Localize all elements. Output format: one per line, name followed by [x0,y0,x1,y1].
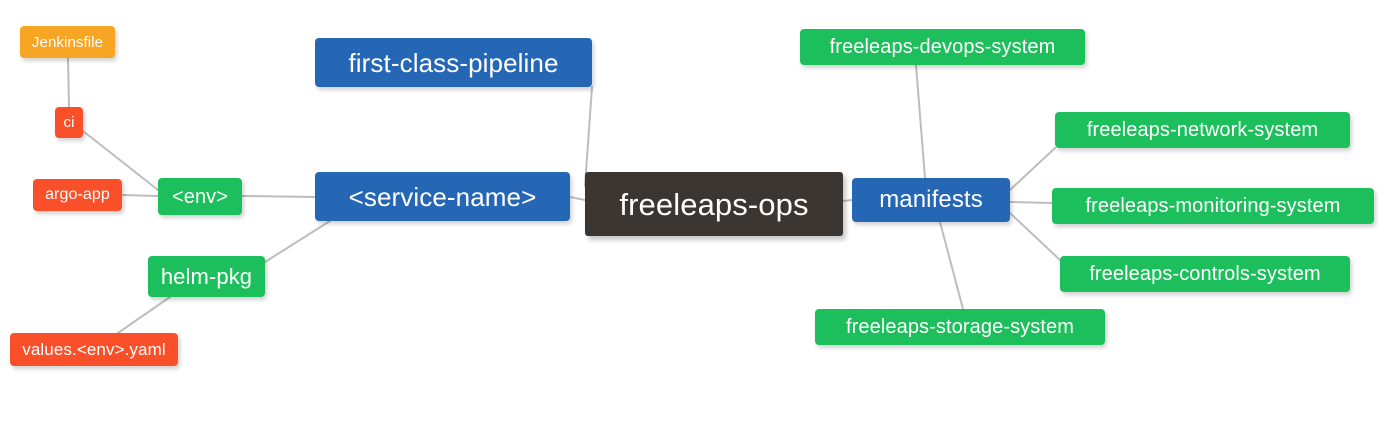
node-freeleaps-ops[interactable]: freeleaps-ops [585,172,843,236]
node-freeleaps-controls-system[interactable]: freeleaps-controls-system [1060,256,1350,292]
edge-freeleaps-ops-to-manifests [842,199,853,202]
node-label-first-class-pipeline: first-class-pipeline [348,47,559,78]
node-label-freeleaps-monitoring-system: freeleaps-monitoring-system [1085,195,1341,217]
node-argo-app[interactable]: argo-app [33,179,122,211]
node-label-manifests: manifests [879,186,983,213]
node-label-env: <env> [171,185,229,208]
node-helm-pkg[interactable]: helm-pkg [148,256,265,297]
node-label-freeleaps-network-system: freeleaps-network-system [1086,119,1319,141]
node-freeleaps-network-system[interactable]: freeleaps-network-system [1055,112,1350,148]
node-label-argo-app: argo-app [45,186,110,203]
node-label-freeleaps-storage-system: freeleaps-storage-system [845,316,1075,338]
edge-ci-to-jenkinsfile [67,57,70,108]
node-service-name[interactable]: <service-name> [315,172,570,221]
edge-helm-pkg-to-values-env-yaml [117,296,171,334]
node-label-helm-pkg: helm-pkg [160,263,253,289]
node-label-service-name: <service-name> [348,181,537,212]
edge-manifests-to-freeleaps-monitoring-system [1009,201,1053,204]
edge-freeleaps-ops-to-service-name [569,196,586,201]
node-freeleaps-storage-system[interactable]: freeleaps-storage-system [815,309,1105,345]
node-manifests[interactable]: manifests [852,178,1010,222]
node-label-freeleaps-ops: freeleaps-ops [619,186,809,222]
node-label-values-env-yaml: values.<env>.yaml [22,340,166,359]
edge-manifests-to-freeleaps-storage-system [939,221,964,310]
node-label-freeleaps-devops-system: freeleaps-devops-system [829,36,1056,58]
node-jenkinsfile[interactable]: Jenkinsfile [20,26,115,58]
node-env[interactable]: <env> [158,178,242,215]
node-first-class-pipeline[interactable]: first-class-pipeline [315,38,592,87]
node-freeleaps-monitoring-system[interactable]: freeleaps-monitoring-system [1052,188,1374,224]
node-ci[interactable]: ci [55,107,83,138]
edge-service-name-to-env [241,195,316,198]
node-label-jenkinsfile: Jenkinsfile [31,33,104,51]
node-values-env-yaml[interactable]: values.<env>.yaml [10,333,178,366]
node-label-ci: ci [63,114,75,131]
edge-manifests-to-freeleaps-network-system [1009,147,1056,191]
node-freeleaps-devops-system[interactable]: freeleaps-devops-system [800,29,1085,65]
node-label-freeleaps-controls-system: freeleaps-controls-system [1089,263,1321,285]
edge-manifests-to-freeleaps-devops-system [915,64,926,179]
edge-env-to-argo-app [121,194,159,197]
edge-service-name-to-helm-pkg [264,220,331,263]
